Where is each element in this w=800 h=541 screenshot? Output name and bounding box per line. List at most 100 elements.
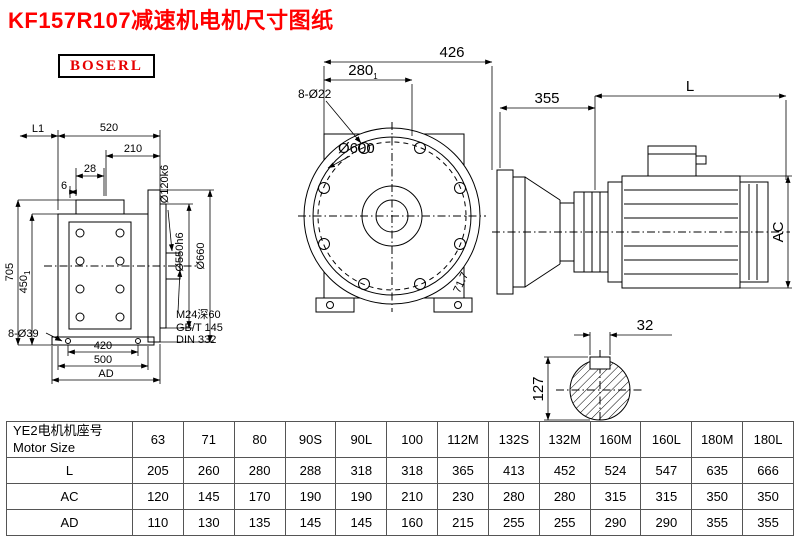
shaft-section-view <box>556 350 644 432</box>
note-gbt: GB/T 145 <box>176 322 223 334</box>
dimension-cell: 145 <box>182 483 235 510</box>
dimension-cell: 260 <box>182 457 235 484</box>
note-tap: M24深60 <box>176 308 221 321</box>
column-header-90L: 90L <box>335 421 388 458</box>
dimension-cell: 280 <box>233 457 286 484</box>
dimension-cell: 350 <box>742 483 794 510</box>
dim-210: 210 <box>124 143 142 155</box>
dimension-cell: 452 <box>538 457 591 484</box>
dimension-cell: 290 <box>640 509 693 536</box>
shaft-section-labels: 32 127 <box>530 317 653 402</box>
dim-ad: AD <box>98 368 113 380</box>
dim-450: 4501 <box>18 270 32 293</box>
dimension-cell: 205 <box>132 457 184 484</box>
dimension-cell: 355 <box>691 509 744 536</box>
dim-8xd22: 8-Ø22 <box>298 87 332 101</box>
column-header-180L: 180L <box>742 421 794 458</box>
dimension-cell: 280 <box>538 483 591 510</box>
dimension-cell: 666 <box>742 457 794 484</box>
dim-32: 32 <box>637 317 654 334</box>
dimension-cell: 190 <box>284 483 337 510</box>
dim-355: 355 <box>534 90 559 107</box>
left-view <box>44 189 196 346</box>
shaft-section-dimensions <box>544 332 672 421</box>
column-header-100: 100 <box>386 421 439 458</box>
dimension-cell: 135 <box>233 509 286 536</box>
dim-500: 500 <box>94 354 112 366</box>
dimension-cell: 255 <box>487 509 540 536</box>
dimension-cell: 290 <box>589 509 642 536</box>
dimension-cell: 635 <box>691 457 744 484</box>
boserl-logo: BOSERL <box>58 54 155 78</box>
dim-8xd39: 8-Ø39 <box>8 328 39 340</box>
dimension-cell: 547 <box>640 457 693 484</box>
dim-705: 705 <box>4 263 16 281</box>
dimension-cell: 145 <box>284 509 337 536</box>
dim-28: 28 <box>84 163 96 175</box>
dimension-cell: 315 <box>640 483 693 510</box>
dimension-cell: 318 <box>386 457 439 484</box>
dimension-cell: 365 <box>437 457 489 484</box>
dim-127: 127 <box>530 376 547 401</box>
motor-size-header-cn: YE2电机机座号 <box>13 423 103 439</box>
dimension-cell: 350 <box>691 483 744 510</box>
dimension-cell: 230 <box>437 483 489 510</box>
row-label: AC <box>6 483 133 510</box>
page-title: KF157R107减速机电机尺寸图纸 <box>8 8 334 33</box>
dimension-cell: 280 <box>487 483 540 510</box>
column-header-112M: 112M <box>437 421 489 458</box>
dimension-cell: 255 <box>538 509 591 536</box>
dim-520: 520 <box>100 122 118 134</box>
dimension-cell: 318 <box>335 457 388 484</box>
dim-shaft-dia: Ø120k6 <box>159 165 171 204</box>
column-header-80: 80 <box>233 421 286 458</box>
dimension-cell: 215 <box>437 509 489 536</box>
row-label: L <box>6 457 133 484</box>
dimension-cell: 524 <box>589 457 642 484</box>
column-header-180M: 180M <box>691 421 744 458</box>
dimension-cell: 170 <box>233 483 286 510</box>
motor-side-labels: 355 L AC <box>534 78 787 242</box>
dim-flange-dia: Ø660 <box>195 243 207 270</box>
dimension-cell: 315 <box>589 483 642 510</box>
front-view-dimensions <box>323 59 493 170</box>
dim-AC: AC <box>770 221 787 242</box>
motor-side-dimensions <box>499 93 792 289</box>
row-label: AD <box>6 509 133 536</box>
column-header-132M: 132M <box>538 421 591 458</box>
dim-l1: L1 <box>32 123 44 135</box>
column-header-63: 63 <box>132 421 184 458</box>
dimension-cell: 160 <box>386 509 439 536</box>
note-din: DIN 332 <box>176 334 216 346</box>
left-view-labels: L1 520 210 28 6 705 4501 8-Ø39 420 500 A… <box>4 122 223 380</box>
dimension-cell: 190 <box>335 483 388 510</box>
dimension-cell: 413 <box>487 457 540 484</box>
dim-420: 420 <box>94 340 112 352</box>
column-header-71: 71 <box>182 421 235 458</box>
dimension-cell: 210 <box>386 483 439 510</box>
column-header-132S: 132S <box>487 421 540 458</box>
column-header-160M: 160M <box>589 421 642 458</box>
dimension-cell: 120 <box>132 483 184 510</box>
column-header-90S: 90S <box>284 421 337 458</box>
dimension-cell: 288 <box>284 457 337 484</box>
motor-side-view <box>492 145 790 295</box>
left-view-dimensions <box>15 130 214 384</box>
column-header-160L: 160L <box>640 421 693 458</box>
dimension-cell: 145 <box>335 509 388 536</box>
dim-spigot-dia: Ø550h6 <box>174 232 186 271</box>
dim-280: 2801 <box>348 62 378 81</box>
dimension-cell: 130 <box>182 509 235 536</box>
motor-size-header-en: Motor Size <box>13 439 76 455</box>
dim-426: 426 <box>439 44 464 61</box>
dimension-cell: 355 <box>742 509 794 536</box>
